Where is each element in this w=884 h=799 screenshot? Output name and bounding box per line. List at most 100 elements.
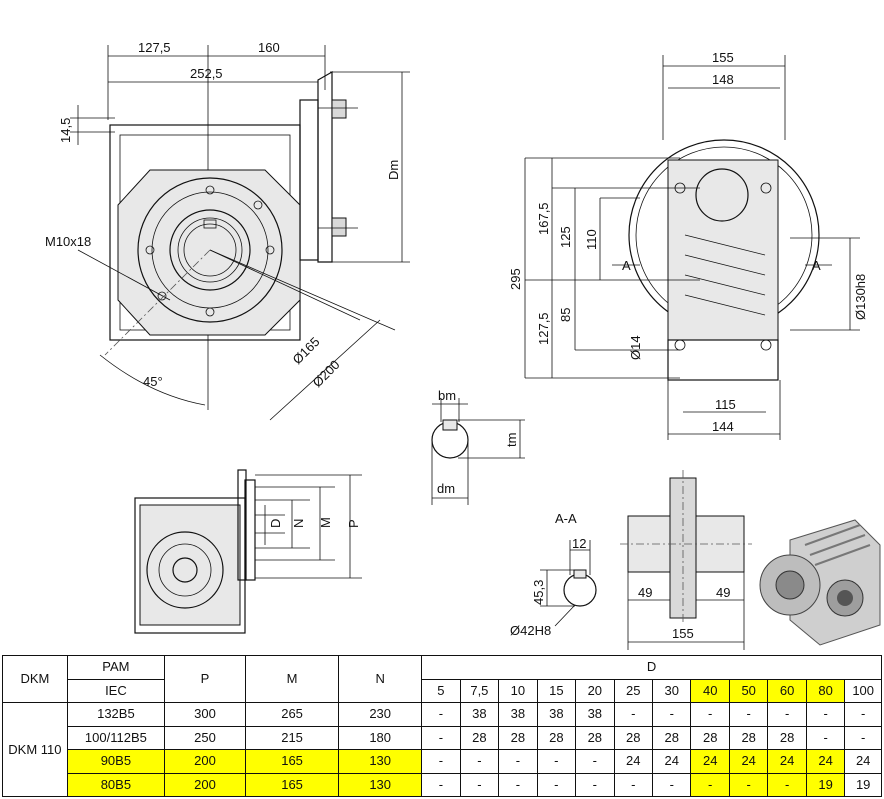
n-cell: 130 [338, 772, 423, 797]
d-header: 100 [844, 678, 882, 703]
p-cell: 300 [164, 702, 246, 727]
n-cell: 230 [338, 702, 423, 727]
header-d: D [421, 655, 882, 680]
d-cell: 38 [459, 702, 500, 727]
d-header: 40 [690, 678, 730, 703]
dim-phi200: Ø200 [310, 357, 343, 390]
dim-49-left: 49 [638, 585, 652, 600]
d-cell: 19 [844, 772, 882, 797]
m-cell: 165 [244, 749, 340, 774]
dim-45-degrees: 45° [143, 374, 163, 389]
d-cell: 24 [767, 749, 807, 774]
side-view: 155 148 295 167,5 125 110 127,5 85 [508, 50, 868, 440]
n-cell: 180 [338, 725, 423, 750]
dim-phi165: Ø165 [290, 334, 323, 367]
d-cell: - [459, 772, 500, 797]
d-cell: - [613, 772, 654, 797]
dim-110: 110 [584, 229, 599, 250]
d-cell: - [844, 702, 882, 727]
d-cell: 28 [613, 725, 654, 750]
dim-tm: tm [504, 433, 519, 447]
shaft-section: 49 49 155 [620, 470, 752, 650]
d-header: 25 [613, 678, 654, 703]
d-cell: 38 [536, 702, 577, 727]
d-header: 80 [805, 678, 846, 703]
header-row-1: DKM PAM P M N D [2, 655, 882, 703]
d-cell: 28 [459, 725, 500, 750]
keyway-detail: bm tm dm [431, 388, 525, 505]
m-cell: 165 [244, 772, 340, 797]
d-cell: - [421, 725, 461, 750]
d-cell: - [651, 772, 692, 797]
header-row-2: IEC 5 7,5 10 15 20 25 30 40 50 60 80 100 [3, 678, 882, 703]
dim-155: 155 [712, 50, 734, 65]
iec-cell: 132B5 [66, 702, 166, 727]
dim-115: 115 [715, 397, 736, 412]
front-view: 127,5 160 252,5 14,5 Dm [45, 40, 410, 421]
d-cell: 28 [536, 725, 577, 750]
header-n: N [338, 655, 423, 703]
d-cell: - [651, 702, 692, 727]
dim-14-5: 14,5 [58, 118, 73, 143]
d-cell: - [805, 702, 846, 727]
d-cell: - [690, 772, 730, 797]
d-cell: - [844, 725, 882, 750]
d-header: 15 [536, 678, 577, 703]
d-cell: - [575, 772, 615, 797]
d-cell: 38 [575, 702, 615, 727]
motor-flange-view: D N M P [134, 469, 362, 634]
dim-295: 295 [508, 268, 523, 290]
dim-160: 160 [258, 40, 280, 55]
dim-144: 144 [712, 419, 734, 434]
header-pam: PAM [66, 655, 166, 680]
p-cell: 200 [164, 772, 246, 797]
d-cell: 28 [728, 725, 769, 750]
model-cell: DKM 110 [2, 702, 68, 797]
section-a-left: A [622, 258, 631, 273]
d-cell: 24 [728, 749, 769, 774]
n-cell: 130 [338, 749, 423, 774]
dim-dm: dm [437, 481, 455, 496]
header-dkm: DKM [2, 655, 68, 703]
dim-125: 125 [558, 226, 573, 248]
d-cell: 28 [767, 725, 807, 750]
m-cell: 265 [244, 702, 340, 727]
d-header: 60 [767, 678, 807, 703]
d-cell: 28 [575, 725, 615, 750]
d-cell: - [421, 749, 461, 774]
dim-45-3: 45,3 [531, 580, 546, 605]
dim-85: 85 [558, 308, 573, 322]
d-cell: - [536, 749, 577, 774]
header-iec: IEC [66, 678, 166, 703]
d-header: 30 [651, 678, 692, 703]
d-cell: - [805, 725, 846, 750]
d-cell: - [728, 702, 769, 727]
d-cell: - [767, 772, 807, 797]
d-cell: 24 [613, 749, 654, 774]
dim-bm: bm [438, 388, 456, 403]
section-a-right: A [812, 258, 821, 273]
section-aa: A-A 12 45,3 Ø42H8 [510, 511, 597, 638]
m-cell: 215 [244, 725, 340, 750]
dim-12: 12 [572, 536, 586, 551]
d-cell: 28 [690, 725, 730, 750]
d-header: 50 [728, 678, 769, 703]
dim-phi130h8: Ø130h8 [853, 274, 868, 320]
header-m: M [244, 655, 340, 703]
dim-phi14: Ø14 [628, 335, 643, 360]
p-cell: 250 [164, 725, 246, 750]
d-cell: - [536, 772, 577, 797]
dim-N: N [291, 519, 306, 528]
dim-49-right: 49 [716, 585, 730, 600]
iec-cell: 80B5 [66, 772, 166, 797]
d-cell: - [421, 702, 461, 727]
d-cell: 28 [651, 725, 692, 750]
dim-P: P [346, 519, 361, 528]
d-cell: - [690, 702, 730, 727]
d-header: 10 [498, 678, 538, 703]
d-cell: - [767, 702, 807, 727]
dim-dm-right: Dm [386, 160, 401, 180]
d-cell: 28 [498, 725, 538, 750]
table-row: 80B5 200 165 130 - - - - - - - - - - 19 … [3, 772, 882, 797]
spec-table: DKM PAM P M N D IEC 5 7,5 10 15 20 25 30… [2, 655, 882, 797]
